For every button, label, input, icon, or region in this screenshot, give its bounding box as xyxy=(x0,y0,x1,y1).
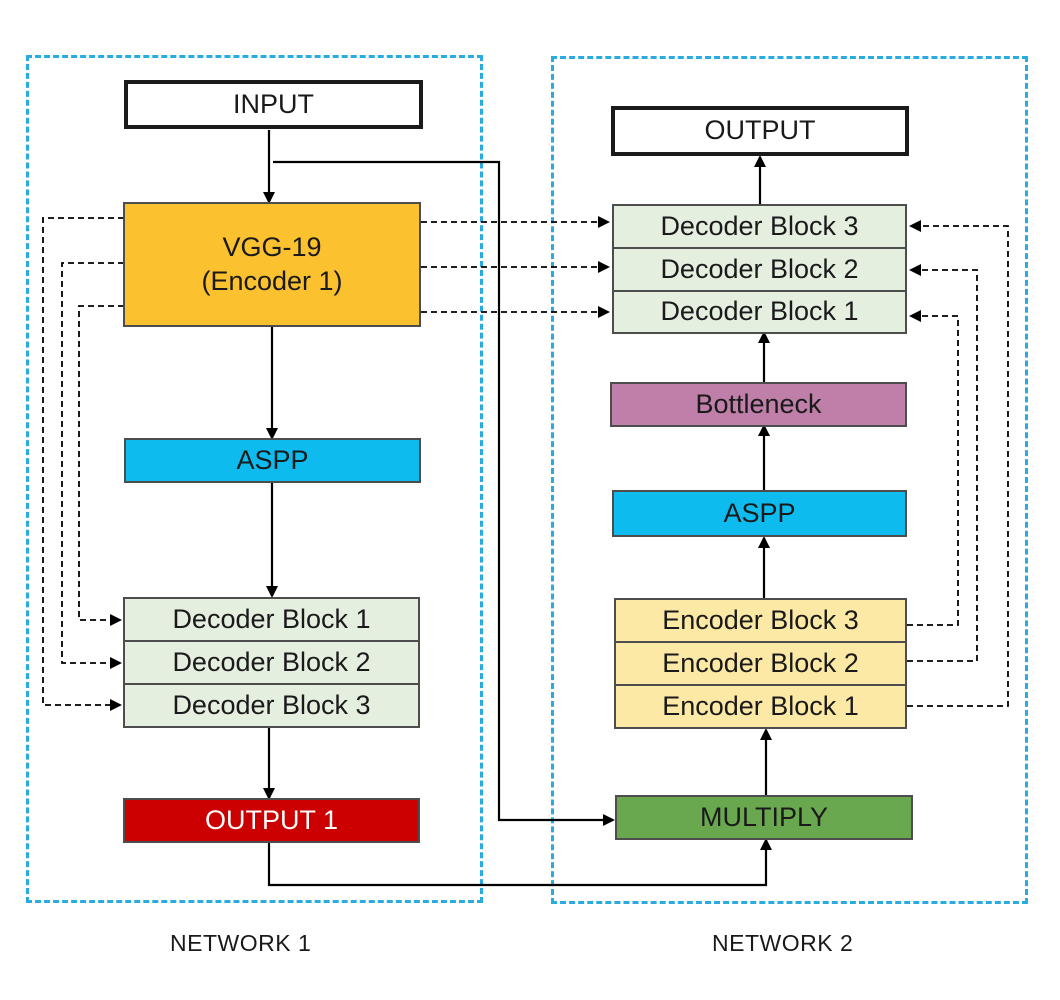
network1-label: NETWORK 1 xyxy=(170,930,312,956)
network2-label: NETWORK 2 xyxy=(712,930,854,956)
encoder-block-1: Encoder Block 1 xyxy=(614,684,907,729)
output1-box: OUTPUT 1 xyxy=(123,798,420,843)
arrow-input-to-multiply xyxy=(273,160,615,826)
multiply-box: MULTIPLY xyxy=(615,795,913,840)
skip-encoder3-to-decoder1 xyxy=(907,310,959,626)
n2-decoder-block-1: Decoder Block 1 xyxy=(612,290,907,334)
n1-decoder-block-3: Decoder Block 3 xyxy=(123,683,420,728)
n1-aspp-box: ASPP xyxy=(124,438,421,483)
skip-vgg-to-decoder2 xyxy=(61,262,124,669)
n2-decoder-block-3: Decoder Block 3 xyxy=(612,204,907,249)
n1-decoder-block-2: Decoder Block 2 xyxy=(123,640,420,685)
encoder-block-2: Encoder Block 2 xyxy=(614,641,907,686)
n2-decoder-block-2: Decoder Block 2 xyxy=(612,247,907,292)
encoder-block-3: Encoder Block 3 xyxy=(614,598,907,643)
skip-vgg-to-decoder3 xyxy=(42,217,124,711)
network2-frame xyxy=(551,56,1028,904)
n1-decoder-block-1: Decoder Block 1 xyxy=(123,597,420,642)
input-box: INPUT xyxy=(124,80,423,129)
network1-frame xyxy=(26,55,483,903)
skip-encoder1-to-decoder3 xyxy=(907,220,1009,707)
vgg19-encoder-box: VGG-19 (Encoder 1) xyxy=(123,202,421,327)
n2-aspp-box: ASPP xyxy=(612,490,907,537)
output-box: OUTPUT xyxy=(611,106,909,156)
arrow-output1-to-multiply xyxy=(267,838,772,887)
bottleneck-box: Bottleneck xyxy=(610,382,907,427)
skip-encoder2-to-decoder2 xyxy=(907,264,978,662)
skip-vgg-to-decoder1 xyxy=(78,305,124,626)
